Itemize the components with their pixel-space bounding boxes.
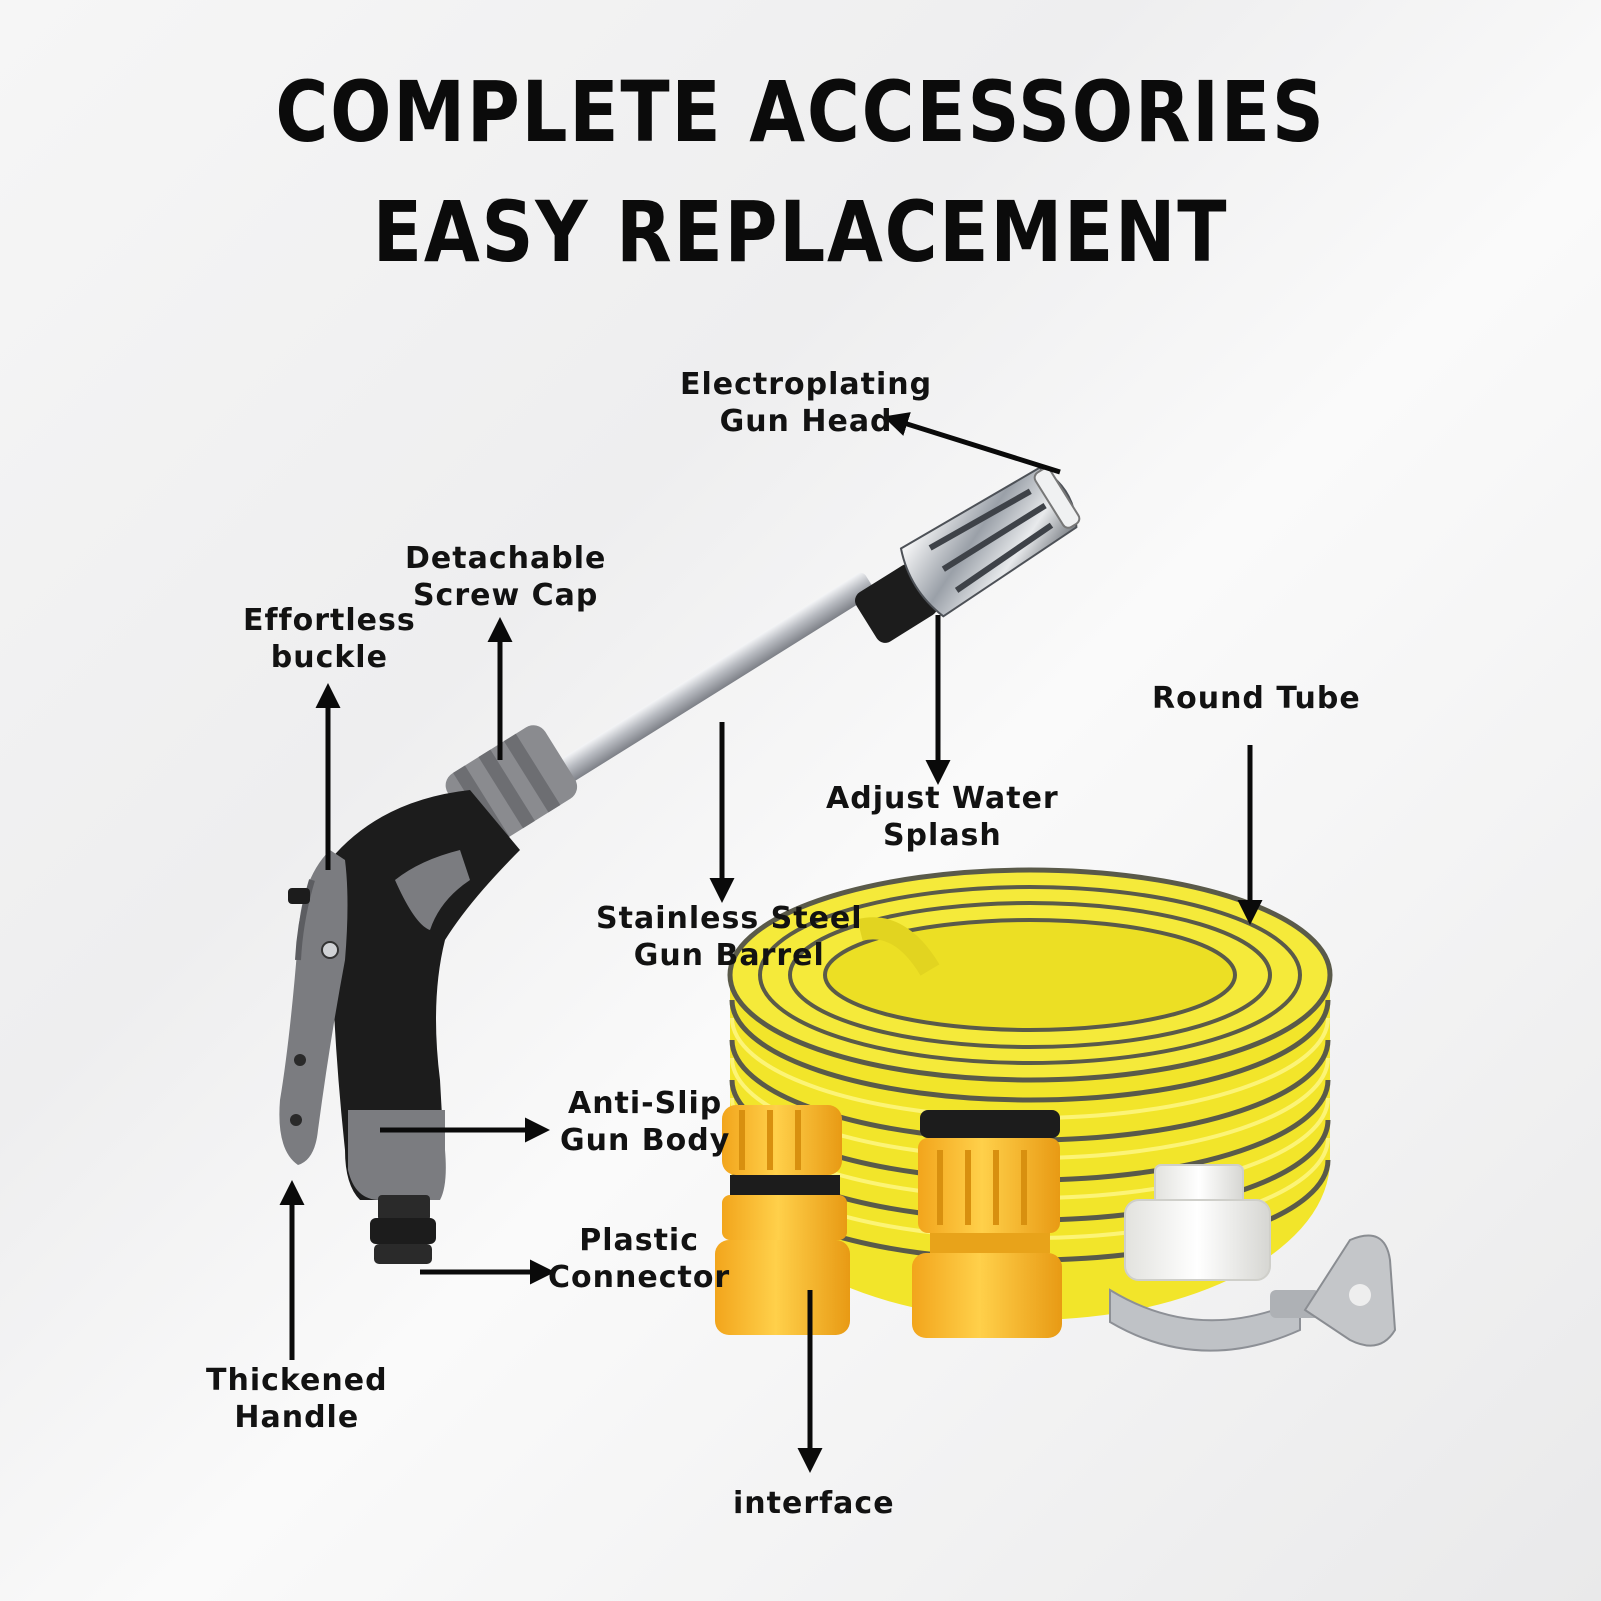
label-adjust-water-splash: Adjust Water Splash [826, 781, 1059, 853]
label-round-tube: Round Tube [1152, 681, 1361, 716]
headline-line-1: COMPLETE ACCESSORIES [275, 63, 1326, 161]
spray-gun [279, 466, 1081, 1264]
quick-connector-left [715, 1105, 850, 1335]
faucet-adapter [1109, 1164, 1397, 1352]
label-electroplating-gun-head: Electroplating Gun Head [680, 367, 933, 439]
label-effortless-buckle: Effortless buckle [243, 603, 416, 675]
headline-line-2: EASY REPLACEMENT [372, 183, 1229, 281]
label-thickened-handle: Thickened Handle [206, 1363, 388, 1435]
label-detachable-screw-cap: Detachable Screw Cap [405, 541, 607, 613]
label-plastic-connector: Plastic Connector [548, 1223, 731, 1295]
label-interface: interface [733, 1486, 895, 1521]
arrow-gun-head [883, 412, 1061, 475]
hose-coupler [912, 1110, 1062, 1338]
callout-arrows [279, 412, 1263, 1473]
label-anti-slip-gun-body: Anti-Slip Gun Body [560, 1086, 731, 1158]
label-stainless-steel-gun-barrel: Stainless Steel Gun Barrel [596, 901, 863, 973]
